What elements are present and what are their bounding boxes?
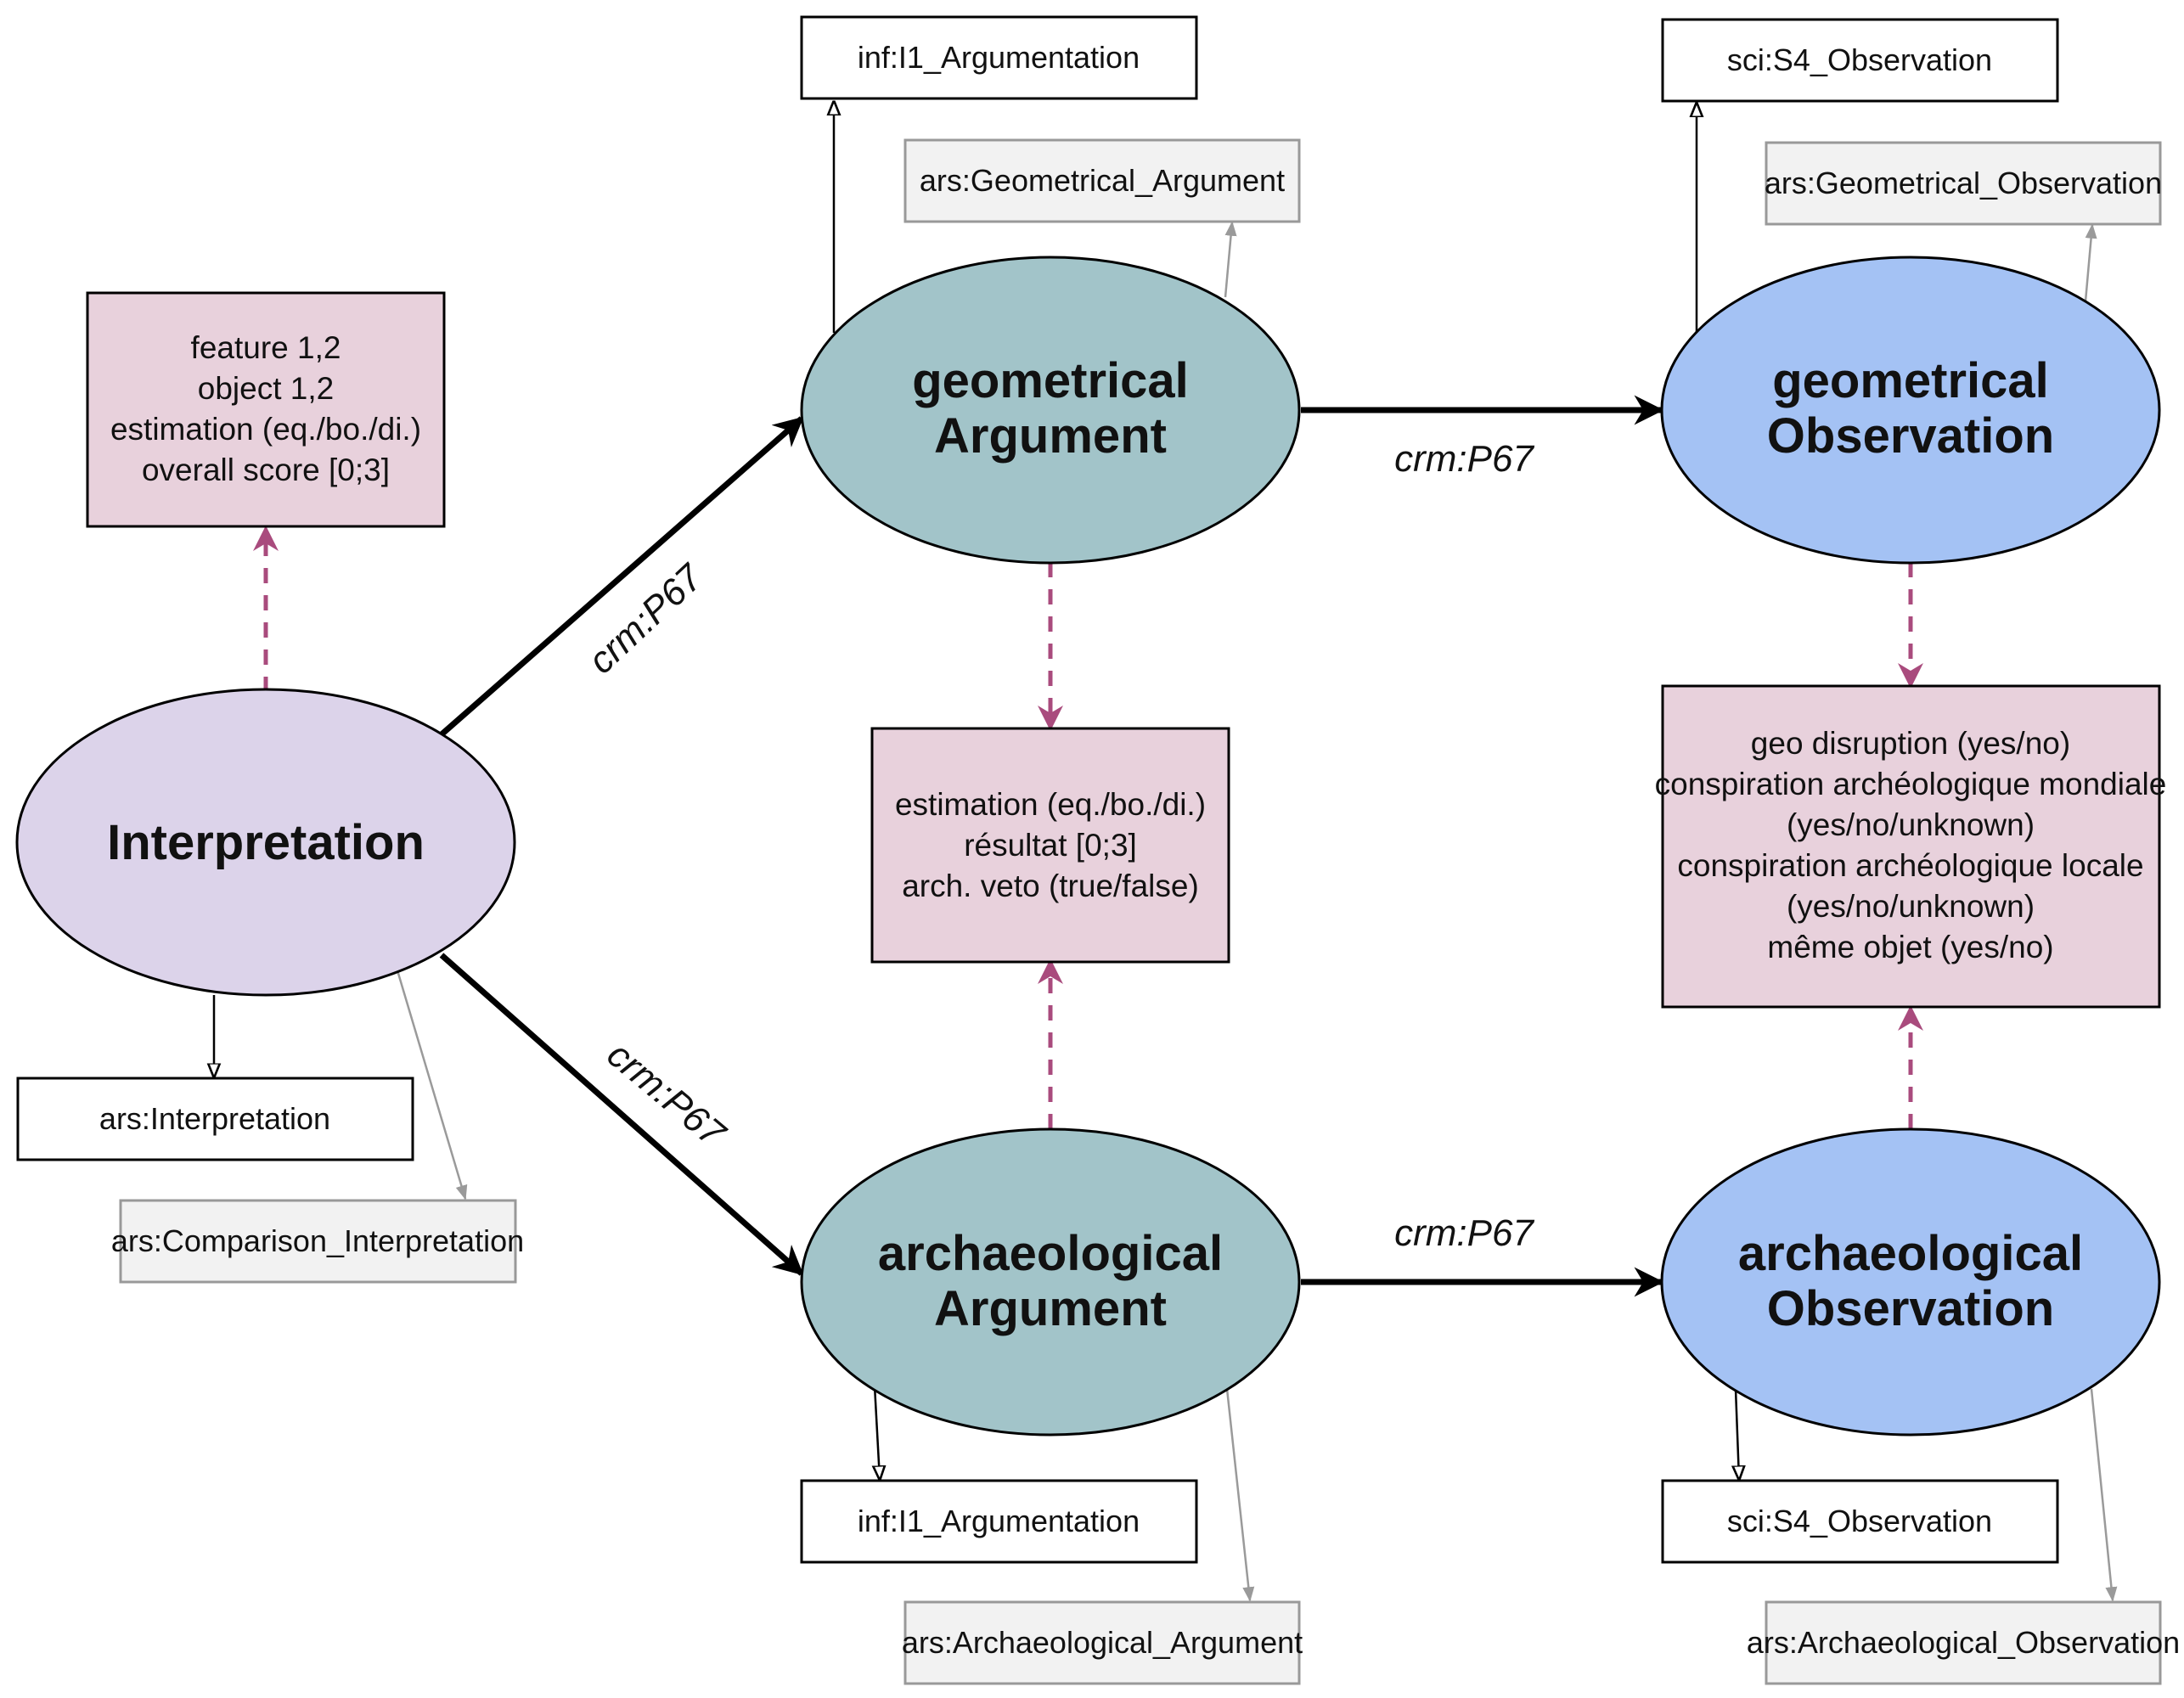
edge-interp-subclass [396, 970, 468, 1200]
type-label-geo-obs-subclass: ars:Geometrical_Observation [1765, 166, 2162, 200]
type-label-interp-class: ars:Interpretation [99, 1101, 330, 1136]
attr-obs-line-5: (yes/no/unknown) [1787, 889, 2035, 924]
type-box-geo-arg-subclass: ars:Geometrical_Argument [903, 138, 1301, 223]
edge-label-interp-arch: crm:P67 [599, 1033, 734, 1155]
node-geo-observation-line2: Observation [1767, 408, 2054, 464]
type-box-arch-arg-subclass: ars:Archaeological_Argument [902, 1600, 1303, 1685]
type-label-geo-arg-class: inf:I1_Argumentation [858, 40, 1140, 75]
attr-interp-line-3: estimation (eq./bo./di.) [110, 412, 421, 447]
edges [214, 102, 2118, 1602]
type-box-geo-obs-subclass: ars:Geometrical_Observation [1765, 141, 2162, 226]
edge-interp-to-arch-arg [439, 953, 804, 1276]
attr-arg-line-3: arch. veto (true/false) [902, 869, 1199, 903]
edge-geo-obs-subclass [2084, 223, 2097, 302]
attr-arg-line-1: estimation (eq./bo./di.) [895, 787, 1206, 822]
edge-interp-to-geo-arg [439, 416, 804, 737]
type-label-geo-obs-class: sci:S4_Observation [1727, 42, 1992, 77]
node-geo-argument-shape [800, 256, 1301, 565]
type-box-arch-arg-class: inf:I1_Argumentation [800, 1479, 1198, 1564]
type-box-interp-class: ars:Interpretation [16, 1077, 414, 1161]
attribute-box-argument: estimation (eq./bo./di.) résultat [0;3] … [870, 727, 1230, 964]
edge-label-arch-arg-obs: crm:P67 [1394, 1212, 1534, 1254]
node-geo-argument-line1: geometrical [912, 353, 1189, 408]
attr-obs-line-4: conspiration archéologique locale [1677, 848, 2143, 883]
type-box-arch-obs-class: sci:S4_Observation [1661, 1479, 2059, 1564]
node-geo-observation-shape [1660, 256, 2161, 565]
node-interpretation: Interpretation [15, 688, 516, 997]
node-geometrical-observation: geometrical Observation [1660, 256, 2161, 565]
edge-label-interp-geo: crm:P67 [580, 556, 711, 683]
node-geometrical-argument: geometrical Argument [800, 256, 1301, 565]
attribute-box-interpretation: feature 1,2 object 1,2 estimation (eq./b… [86, 291, 446, 528]
node-arch-observation-shape [1660, 1127, 2161, 1437]
node-arch-argument-line1: archaeological [878, 1226, 1223, 1281]
node-geo-observation-line1: geometrical [1772, 353, 2049, 408]
edge-arch-arg-subclass [1225, 1388, 1255, 1602]
type-box-geo-arg-class: inf:I1_Argumentation [800, 15, 1198, 100]
type-label-arch-obs-subclass: ars:Archaeological_Observation [1747, 1625, 2180, 1660]
type-box-arch-obs-subclass: ars:Archaeological_Observation [1747, 1600, 2180, 1685]
attr-obs-line-6: même objet (yes/no) [1767, 930, 2053, 964]
edge-geo-arg-subclass [1224, 221, 1237, 298]
attr-obs-line-3: (yes/no/unknown) [1787, 807, 2035, 842]
edge-arch-obs-class [1736, 1388, 1739, 1479]
node-archaeological-argument: archaeological Argument [800, 1127, 1301, 1437]
attr-obs-line-2: conspiration archéologique mondiale [1655, 767, 2167, 801]
type-label-arch-obs-class: sci:S4_Observation [1727, 1504, 1992, 1538]
attr-arg-line-2: résultat [0;3] [964, 828, 1137, 863]
node-interpretation-shape [15, 688, 516, 997]
attr-interp-line-4: overall score [0;3] [142, 453, 390, 487]
type-label-interp-subclass: ars:Comparison_Interpretation [111, 1223, 524, 1258]
node-arch-observation-line1: archaeological [1738, 1226, 2083, 1281]
type-box-geo-obs-class: sci:S4_Observation [1661, 18, 2059, 103]
type-label-geo-arg-subclass: ars:Geometrical_Argument [920, 163, 1285, 198]
node-interpretation-label: Interpretation [107, 815, 425, 870]
node-geo-argument-line2: Argument [934, 408, 1167, 464]
attr-obs-line-1: geo disruption (yes/no) [1751, 726, 2070, 761]
node-arch-argument-shape [800, 1127, 1301, 1437]
type-label-arch-arg-subclass: ars:Archaeological_Argument [902, 1625, 1303, 1660]
node-archaeological-observation: archaeological Observation [1660, 1127, 2161, 1437]
type-label-arch-arg-class: inf:I1_Argumentation [858, 1504, 1140, 1538]
type-box-interp-subclass: ars:Comparison_Interpretation [111, 1199, 524, 1284]
node-arch-argument-line2: Argument [934, 1281, 1167, 1336]
attribute-box-observation: geo disruption (yes/no) conspiration arc… [1655, 684, 2167, 1009]
attr-interp-line-1: feature 1,2 [191, 330, 341, 365]
edge-arch-arg-class [875, 1385, 880, 1479]
attr-interp-line-2: object 1,2 [198, 371, 334, 406]
edge-arch-obs-subclass [2090, 1388, 2118, 1602]
node-arch-observation-line2: Observation [1767, 1281, 2054, 1336]
edge-label-geo-arg-obs: crm:P67 [1394, 438, 1534, 480]
